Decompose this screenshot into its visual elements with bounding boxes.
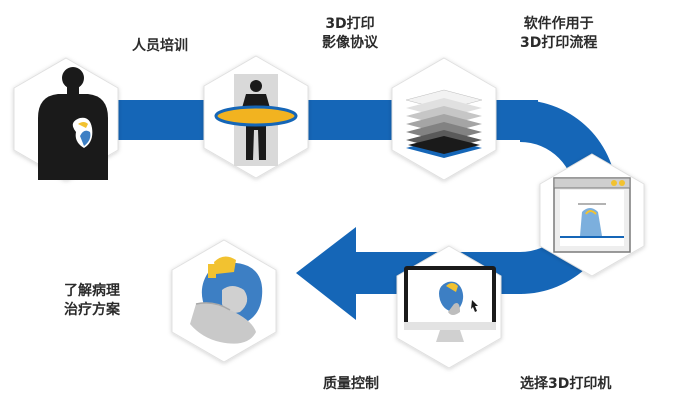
label-imaging: 3D打印 影像协议 <box>322 15 378 53</box>
step-software <box>391 57 497 181</box>
flow-arrow-head <box>296 227 380 320</box>
label-quality-line1: 质量控制 <box>323 376 379 392</box>
label-imaging-line2: 影像协议 <box>322 35 378 51</box>
step-quality <box>171 239 277 363</box>
label-treatment-line2: 治疗方案 <box>64 302 120 318</box>
step-select <box>396 245 502 369</box>
label-quality: 质量控制 <box>323 375 379 394</box>
label-software-line1: 软件作用于 <box>523 16 594 32</box>
flow-arrow <box>60 100 617 320</box>
label-training: 人员培训 <box>132 37 188 56</box>
ct-scanner-icon <box>214 74 298 166</box>
step-training <box>13 57 119 181</box>
label-select: 选择3D打印机 <box>520 375 611 394</box>
step-imaging <box>203 55 309 179</box>
computer-monitor-icon <box>404 266 496 342</box>
label-imaging-line1: 3D打印 <box>325 16 375 32</box>
label-software-line2: 3D打印流程 <box>520 35 598 51</box>
label-treatment: 了解病理 治疗方案 <box>64 282 120 320</box>
label-software: 软件作用于 3D打印流程 <box>520 15 597 53</box>
label-select-line1: 选择3D打印机 <box>520 376 612 392</box>
person-heart-icon <box>38 67 108 180</box>
hand-heart-model-icon <box>190 256 263 344</box>
label-treatment-line1: 了解病理 <box>64 283 120 299</box>
label-training-line1: 人员培训 <box>132 38 188 54</box>
step-printer <box>539 153 645 277</box>
layer-stack-icon <box>405 89 483 158</box>
3d-printer-icon <box>553 177 631 253</box>
